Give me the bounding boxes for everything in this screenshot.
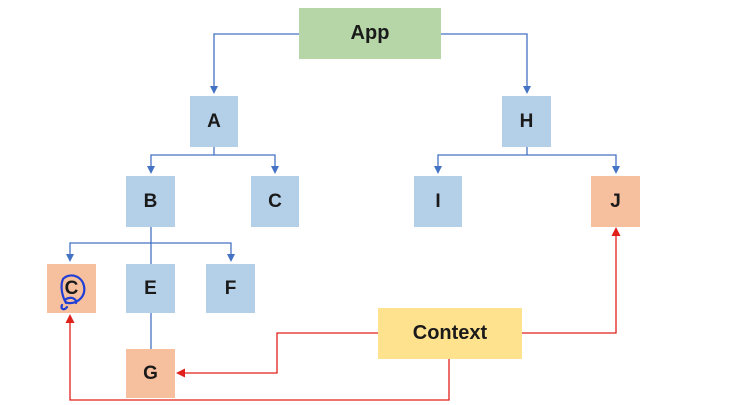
node-a: A (190, 96, 238, 147)
edge-a-b (147, 154, 214, 174)
edge-app-a (210, 33, 299, 94)
node-f: F (206, 264, 255, 313)
context-to-c2 (65, 314, 450, 401)
edge-a-c (214, 154, 279, 174)
edge-b-f (151, 242, 235, 262)
node-c-overwritten: C (47, 264, 96, 313)
node-h: H (502, 96, 551, 147)
edge-h-j (527, 154, 620, 174)
node-e: E (126, 264, 175, 313)
edge-b-c2 (66, 242, 151, 262)
context-to-g (176, 332, 378, 378)
node-b: B (126, 176, 175, 227)
node-i: I (414, 176, 462, 227)
node-j: J (591, 176, 640, 227)
node-c: C (251, 176, 299, 227)
context-to-j (522, 227, 621, 334)
node-app: App (299, 8, 441, 59)
edge-h-i (434, 154, 527, 174)
node-context: Context (378, 308, 522, 359)
edge-app-h (441, 33, 531, 94)
node-g: G (126, 349, 175, 398)
